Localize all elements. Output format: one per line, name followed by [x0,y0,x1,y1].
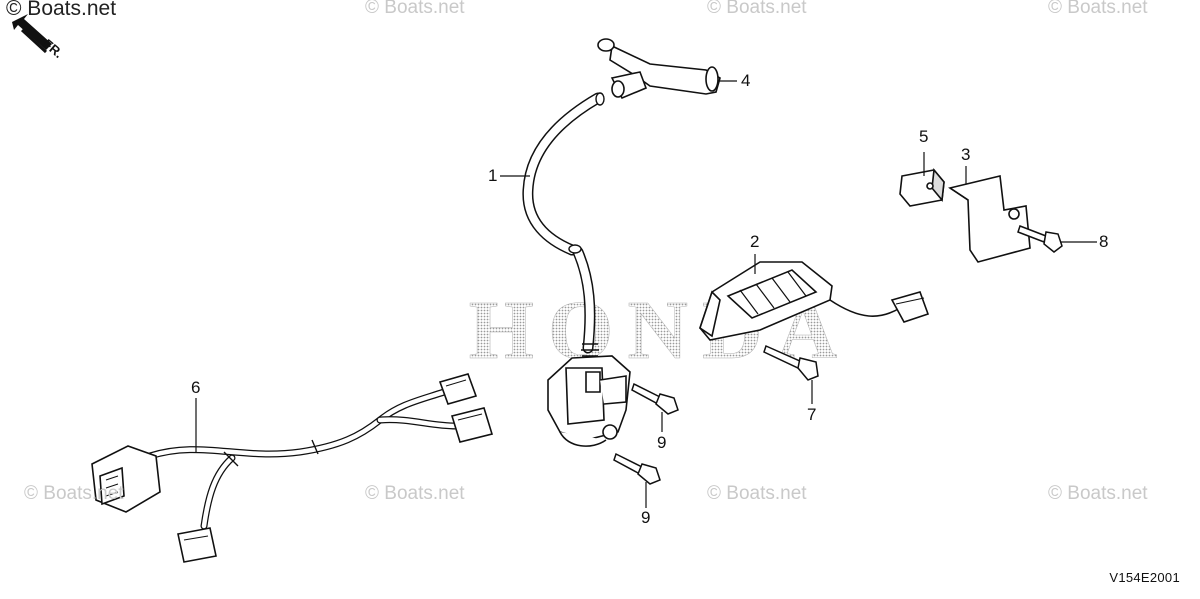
watermark: © Boats.net [6,0,117,20]
harness-connector-main [91,445,161,513]
grommet [899,168,945,207]
watermark: © Boats.net [1048,0,1148,18]
callout-9-upper: 9 [657,433,667,452]
callout-7: 7 [807,405,817,424]
harness-connector-upper [438,373,478,405]
watermark: © Boats.net [24,483,124,504]
callout-4: 4 [741,71,751,90]
ignition-coil-body [547,355,631,447]
bolt-9-upper [631,382,679,415]
harness-connector-middle [450,407,494,443]
callout-1: 1 [488,166,498,185]
callout-6: 6 [191,378,201,397]
callout-8: 8 [1099,232,1109,251]
bolt-9-lower [613,452,661,485]
watermark: © Boats.net [1048,483,1148,504]
harness-connector-lower [177,527,217,563]
callout-5: 5 [919,127,929,146]
spark-plug-cap [597,38,721,100]
watermark: © Boats.net [707,0,807,18]
leader-lines [195,80,1097,508]
charge-coil [699,261,930,341]
callout-3: 3 [961,145,971,164]
bracket [948,175,1031,263]
watermark: © Boats.net [365,483,465,504]
diagram-code: V154E2001 [1109,570,1180,585]
flange-bolt-8 [1017,225,1063,253]
watermark: © Boats.net [707,483,807,504]
callout-2: 2 [750,232,760,251]
ignition-coil-wire [522,92,605,357]
wire-harness [146,388,460,530]
bolt-7 [763,344,819,381]
callout-9-lower: 9 [641,508,651,527]
watermark: © Boats.net [365,0,465,18]
front-direction-arrow-icon [12,14,52,54]
